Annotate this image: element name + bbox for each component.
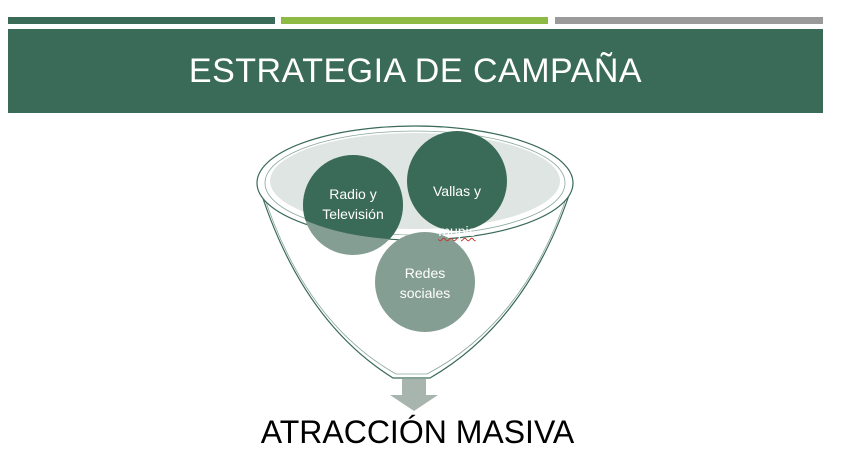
label-vallas-mupis: Vallas y mupis: [410, 161, 504, 241]
down-arrow-icon: [390, 379, 438, 411]
label-radio-television: Radio y Televisión: [322, 186, 384, 222]
funnel-inner-outline: [261, 189, 570, 375]
label-redes-sociales: Redes sociales: [399, 265, 451, 301]
title-band: ESTRATEGIA DE CAMPAÑA: [8, 29, 823, 113]
top-stripe-light-green: [281, 17, 548, 24]
top-stripe-gray: [555, 17, 823, 24]
circle-vallas-mupis: [407, 131, 507, 231]
slide-title: ESTRATEGIA DE CAMPAÑA: [188, 51, 643, 90]
circle-radio-dark-overlay: [303, 155, 403, 240]
label-vallas-line1: Vallas y: [433, 183, 481, 199]
conclusion-text: ATRACCIÓN MASIVA: [260, 414, 575, 450]
top-stripe-dark-green: [8, 17, 275, 24]
circle-redes-sociales: [375, 232, 475, 332]
label-mupis-word: mupis: [438, 223, 476, 239]
funnel-outline: [257, 182, 574, 379]
